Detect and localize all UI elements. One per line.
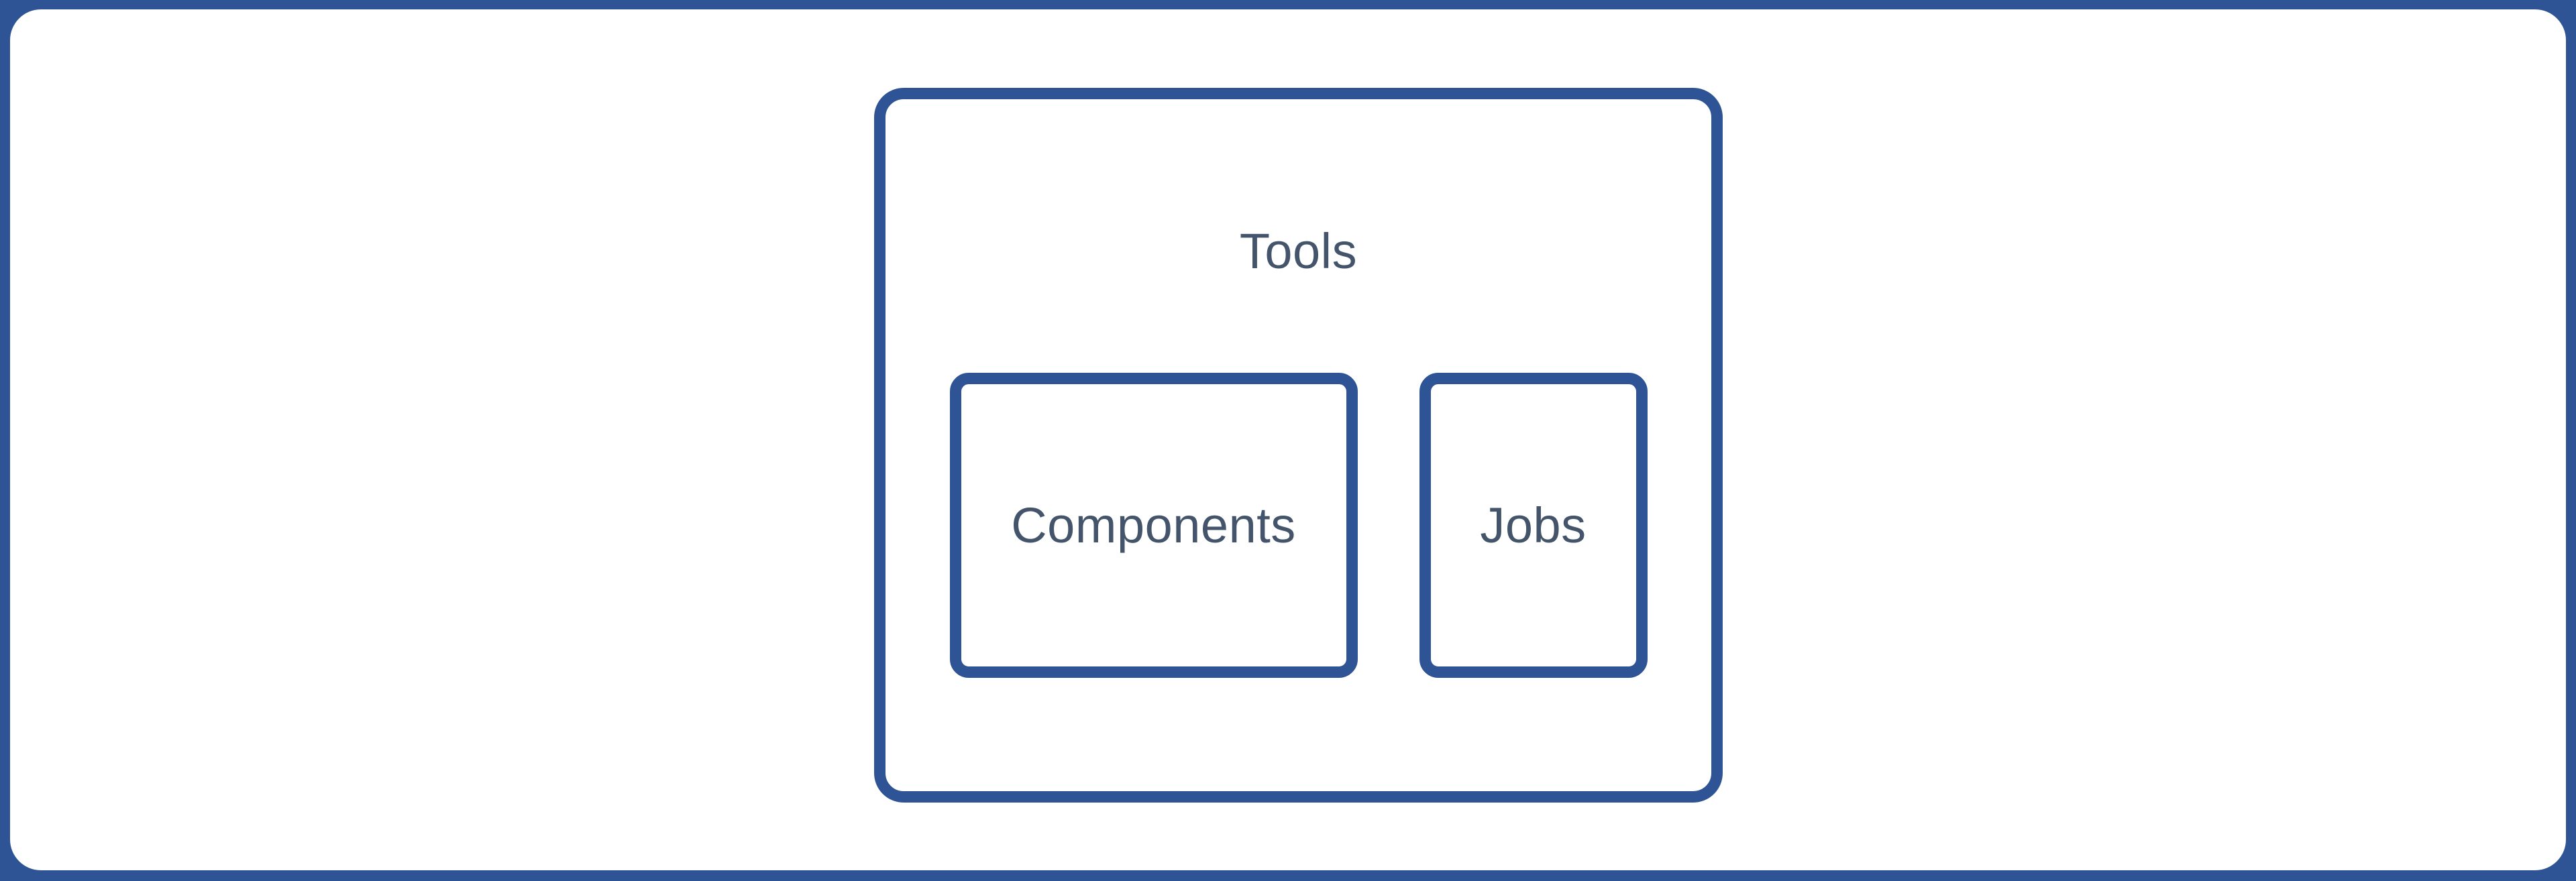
tools-children-row: Components Jobs xyxy=(885,373,1711,678)
components-box-label: Components xyxy=(1011,497,1296,553)
tools-label-row: Tools xyxy=(885,99,1711,373)
jobs-box: Jobs xyxy=(1419,373,1648,678)
tools-group-box: Tools Components Jobs xyxy=(874,88,1723,803)
components-box: Components xyxy=(949,373,1358,678)
tools-group-label: Tools xyxy=(1239,223,1358,279)
outer-frame: Tools Components Jobs xyxy=(10,9,2566,870)
jobs-box-label: Jobs xyxy=(1480,497,1587,553)
